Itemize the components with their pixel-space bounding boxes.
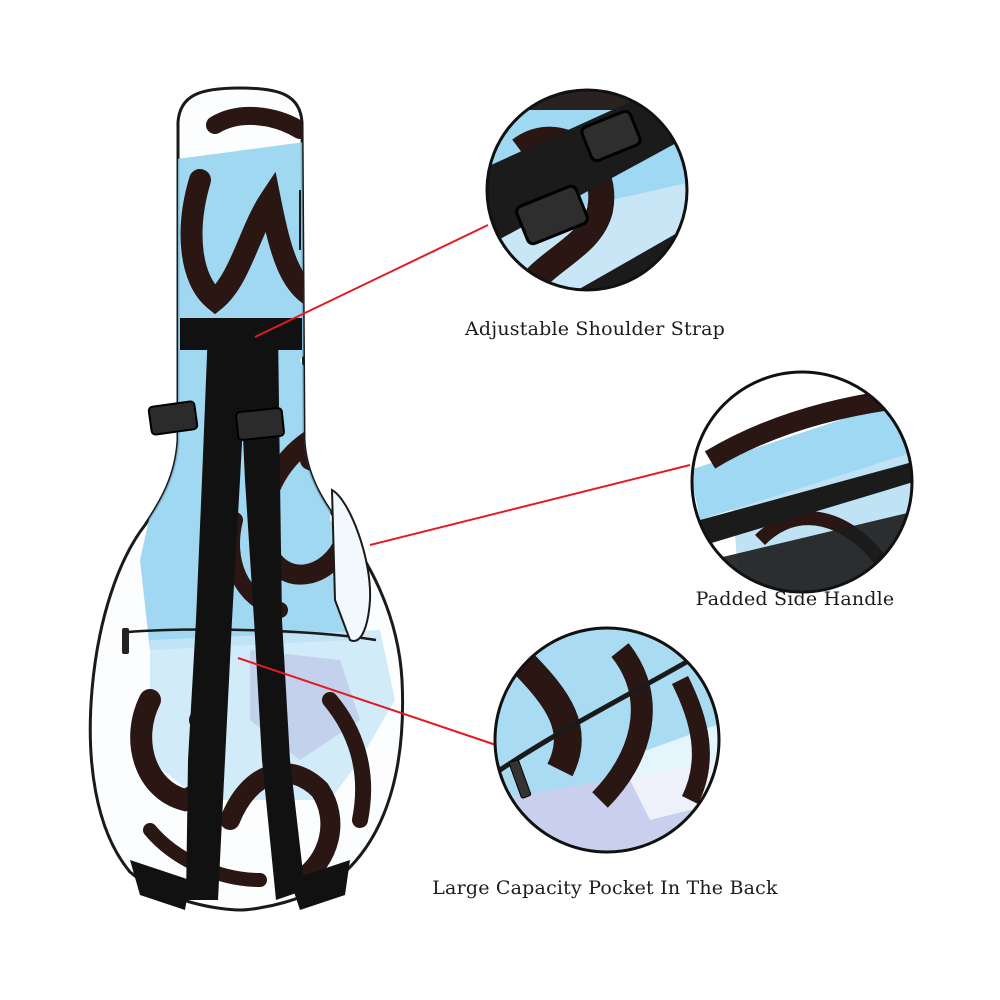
zipper-pull [122,628,129,654]
detail-circle-strap [485,88,689,292]
callout-lines [237,224,691,746]
strap-buckles [147,400,285,441]
buckle [147,400,199,436]
detail-circle-handle [690,370,914,594]
label-back-pocket: Large Capacity Pocket In The Back [432,877,778,899]
shoulder-straps [130,318,350,910]
back-pocket-zipper [127,628,377,642]
callout-line-strap [254,224,489,338]
buckle [235,407,285,441]
side-handle [330,488,372,642]
detail-circle-border [493,626,721,854]
detail-circle-border [690,370,914,594]
label-side-handle: Padded Side Handle [695,588,895,610]
callout-line-pocket [237,657,497,746]
detail-circle-border [485,88,689,292]
callout-line-handle [369,464,691,546]
strap-bottom-loop [130,860,190,910]
right-strap [238,330,305,900]
label-shoulder-strap: Adjustable Shoulder Strap [464,318,725,340]
detail-circle-pocket [493,626,721,854]
left-strap [186,330,248,900]
strap-bottom-loop [290,860,350,910]
